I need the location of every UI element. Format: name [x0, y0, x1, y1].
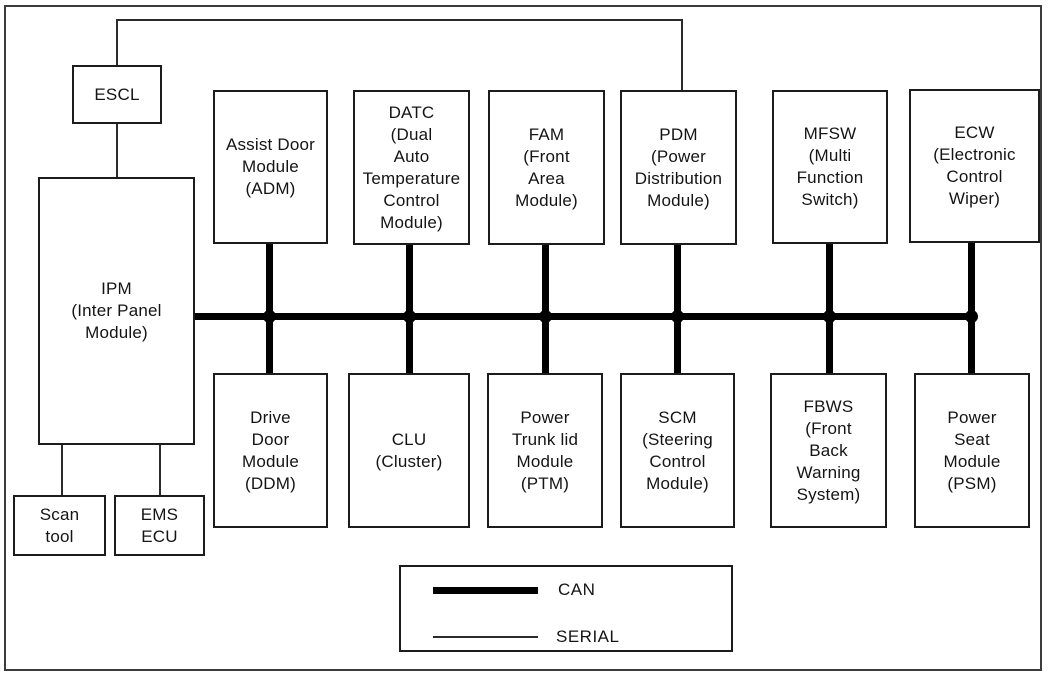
ptm-label: Power Trunk lid Module (PTM) [511, 407, 579, 493]
can-drop-datc-clu [406, 244, 413, 373]
mfsw-label: MFSW (Multi Function Switch) [796, 124, 864, 209]
fam-label: FAM (Front Area Module) [515, 124, 578, 210]
ptm-node: Power Trunk lid Module (PTM) [487, 373, 603, 528]
can-junction-dot [823, 310, 836, 323]
serial-line-top-horizontal [116, 19, 683, 21]
ems-ecu-label: EMS ECU [140, 504, 179, 546]
pdm-node: PDM (Power Distribution Module) [620, 90, 737, 245]
ecw-label: ECW (Electronic Control Wiper) [933, 123, 1016, 208]
adm-node: Assist Door Module (ADM) [213, 90, 328, 244]
can-bus-line [195, 313, 976, 320]
ddm-node: Drive Door Module (DDM) [213, 373, 328, 528]
fbws-node: FBWS (Front Back Warning System) [770, 373, 887, 528]
can-junction-dot [403, 310, 416, 323]
serial-line-escl-riser [116, 19, 118, 65]
can-junction-dot [965, 310, 978, 323]
legend-can-sample-line [433, 587, 538, 594]
can-drop-fam-ptm [542, 244, 549, 373]
can-drop-mfsw-fbws [826, 244, 833, 373]
can-drop-adm-ddm [266, 244, 273, 373]
serial-line-ipm-ems-ecu [159, 445, 161, 495]
pdm-label: PDM (Power Distribution Module) [634, 124, 723, 210]
datc-label: DATC (Dual Auto Temperature Control Modu… [362, 102, 461, 232]
legend-serial-sample-line [433, 636, 538, 638]
can-drop-pdm-scm [674, 244, 681, 373]
scan-tool-node: Scan tool [13, 495, 106, 556]
datc-node: DATC (Dual Auto Temperature Control Modu… [353, 90, 470, 245]
psm-node: Power Seat Module (PSM) [914, 373, 1030, 528]
ipm-label: IPM (Inter Panel Module) [71, 279, 162, 342]
ddm-label: Drive Door Module (DDM) [242, 407, 299, 493]
scm-node: SCM (Steering Control Module) [620, 373, 735, 528]
can-junction-dot [671, 310, 684, 323]
escl-label: ESCL [94, 84, 140, 104]
can-junction-dot [263, 310, 276, 323]
ems-ecu-node: EMS ECU [114, 495, 205, 556]
clu-node: CLU (Cluster) [348, 373, 470, 528]
escl-node: ESCL [72, 65, 162, 124]
clu-label: CLU (Cluster) [375, 429, 443, 471]
adm-label: Assist Door Module (ADM) [225, 135, 316, 198]
serial-line-pdm-drop [681, 19, 683, 90]
serial-line-ipm-scan-tool [61, 445, 63, 495]
diagram-border [4, 5, 1042, 671]
scan-tool-label: Scan tool [39, 504, 80, 546]
can-drop-ecw-psm [968, 243, 975, 373]
legend-can-label: CAN [558, 580, 596, 599]
fbws-label: FBWS (Front Back Warning System) [796, 396, 861, 504]
mfsw-node: MFSW (Multi Function Switch) [772, 90, 888, 244]
can-junction-dot [539, 310, 552, 323]
psm-label: Power Seat Module (PSM) [943, 407, 1001, 493]
ipm-node: IPM (Inter Panel Module) [38, 177, 195, 445]
legend-serial-label: SERIAL [556, 627, 620, 646]
scm-label: SCM (Steering Control Module) [642, 407, 713, 493]
fam-node: FAM (Front Area Module) [488, 90, 605, 245]
serial-line-escl-ipm [116, 124, 118, 177]
ecw-node: ECW (Electronic Control Wiper) [909, 89, 1040, 243]
